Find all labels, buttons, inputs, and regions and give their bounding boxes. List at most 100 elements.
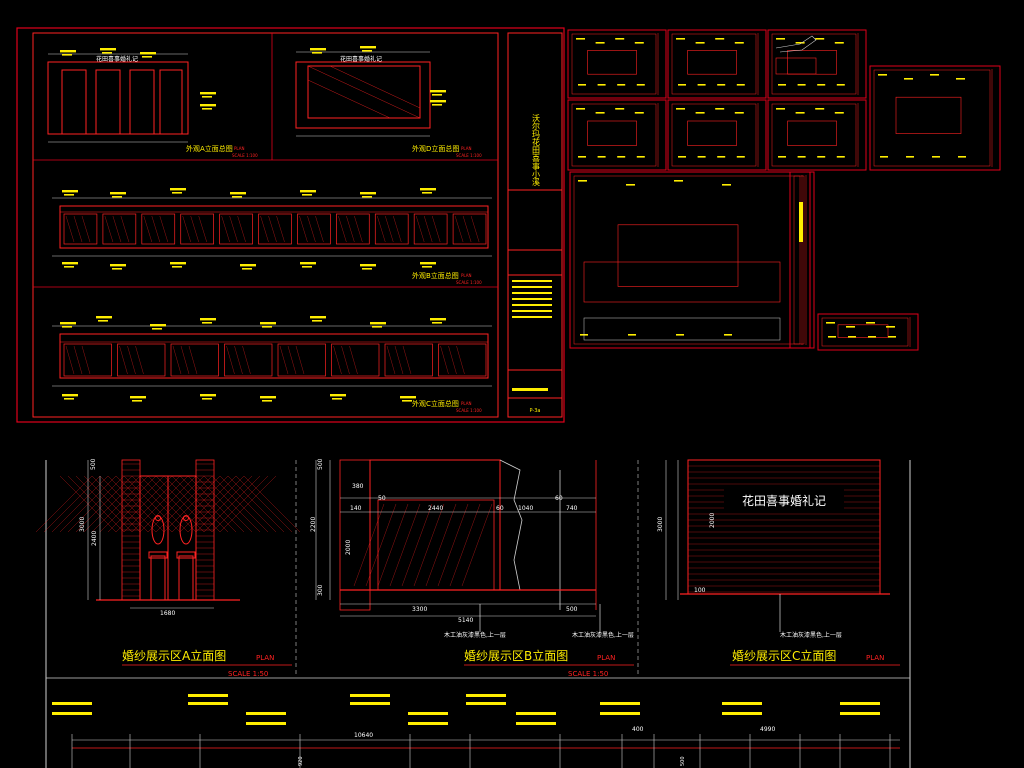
thumbnail-annotation [678,156,686,158]
dim-c-2000: 2000 [709,513,716,528]
thumbnail-annotation [676,334,684,336]
annotation-bar [422,192,432,194]
glass-hatch [198,215,207,243]
facade-panel [297,213,331,245]
thumbnail-annotation [717,156,726,158]
annotation-bar [310,316,326,319]
glass-hatch [260,215,269,243]
lattice-line [107,475,165,533]
title-note-line [512,292,552,294]
dim-bottom-400: 400 [632,726,644,733]
thumbnail-inner [571,103,657,167]
lattice-line [179,475,237,533]
lattice-line [243,475,301,533]
annotation-bar [112,196,122,198]
annotation-bar [62,262,78,265]
annotation-bar [430,318,446,321]
dim-b-5140: 5140 [458,617,473,624]
thumbnail-annotation [724,334,732,336]
thumbnail-annotation [695,42,705,44]
glass-hatch [402,345,412,375]
title-note-line [512,388,548,391]
glass-hatch [416,215,425,243]
glass-hatch [393,215,402,243]
thumbnail-frame [817,313,919,351]
lattice-line [171,475,229,533]
thumbnail-frame [567,29,667,99]
annotation-bar [112,268,122,270]
annotation-bar [152,328,162,330]
glass-hatch [180,345,190,375]
detail-a-title: 婚纱展示区A立面图 [122,648,226,663]
note-text-bar [350,702,390,705]
detail-b-scale: SCALE 1:50 [568,670,608,678]
glass-hatch [299,215,308,243]
thumbnail-frame [789,171,815,349]
view-d-scale: SCALE 1:100 [456,153,482,158]
glass-hatch [413,503,445,587]
thumbnail-annotation [636,156,645,158]
thumbnail-shape [775,57,817,75]
annotation-bar [430,90,446,93]
thumbnail-annotation [817,156,826,158]
annotation-bar [432,322,442,324]
thumbnail-annotation [836,156,845,158]
thumbnail-elevation [587,50,637,75]
detail-c-plan: PLAN [866,654,884,662]
annotation-bar [62,54,72,56]
annotation-bar [200,104,216,107]
view-c-elevation: 外观C立面总图 PLAN SCALE 1:100 [52,325,492,413]
annotation-bar [172,192,182,194]
annotation-bar [362,196,372,198]
thumbnail-inner [671,103,757,167]
thumbnail-frame [567,99,667,171]
glass-hatch [127,345,136,375]
thumbnail-frame [667,99,767,171]
view-c-title: 外观C立面总图 [412,399,459,408]
glass-hatch [385,215,394,243]
facade-panel [277,343,326,377]
glass-hatch [279,345,289,375]
dim-a-500: 500 [90,458,97,470]
annotation-bar [370,322,386,325]
thumbnail-frame [767,29,867,99]
annotation-bar [102,52,112,54]
annotation-bar [142,56,152,58]
note-text-bar [188,694,228,697]
thumbnail-annotation [815,38,825,40]
glass-hatch [354,215,363,243]
facade-panel [336,213,370,245]
dim-c-3000: 3000 [657,517,664,532]
lattice-line [219,475,277,533]
thumbnail-annotation [634,112,644,114]
view-d-plan: PLAN [461,146,471,151]
detail-c-sign: 花田喜事婚礼记 [742,493,826,508]
thumbnail-annotation [576,108,585,110]
note-text-bar [466,694,506,697]
thumbnail-frame [767,99,867,171]
thumbnail-annotation [795,42,805,44]
facade-panel [374,213,409,245]
thumbnail-annotation [576,38,585,40]
annotation-bar [312,52,322,54]
facade-panel [413,213,448,245]
glass-hatch [389,503,421,587]
thumbnail-annotation [626,184,635,186]
glass-hatch [353,503,385,587]
glass-hatch [440,345,449,375]
annotation-bar [360,46,376,49]
thumbnail-annotation [578,156,586,158]
facade-panel [63,343,112,377]
annotation-bar [242,268,252,270]
glass-hatch [151,215,160,243]
annotation-bar [202,108,212,110]
title-note-line [512,310,552,312]
thumbnail-annotation [697,156,706,158]
dim-b-50: 50 [378,495,386,502]
note-text-bar [246,722,286,725]
glass-hatch [65,215,75,243]
thumbnail-annotation [715,108,725,110]
thumbnail-plan [583,317,781,341]
dim-bottom-920: 920 [298,756,304,766]
